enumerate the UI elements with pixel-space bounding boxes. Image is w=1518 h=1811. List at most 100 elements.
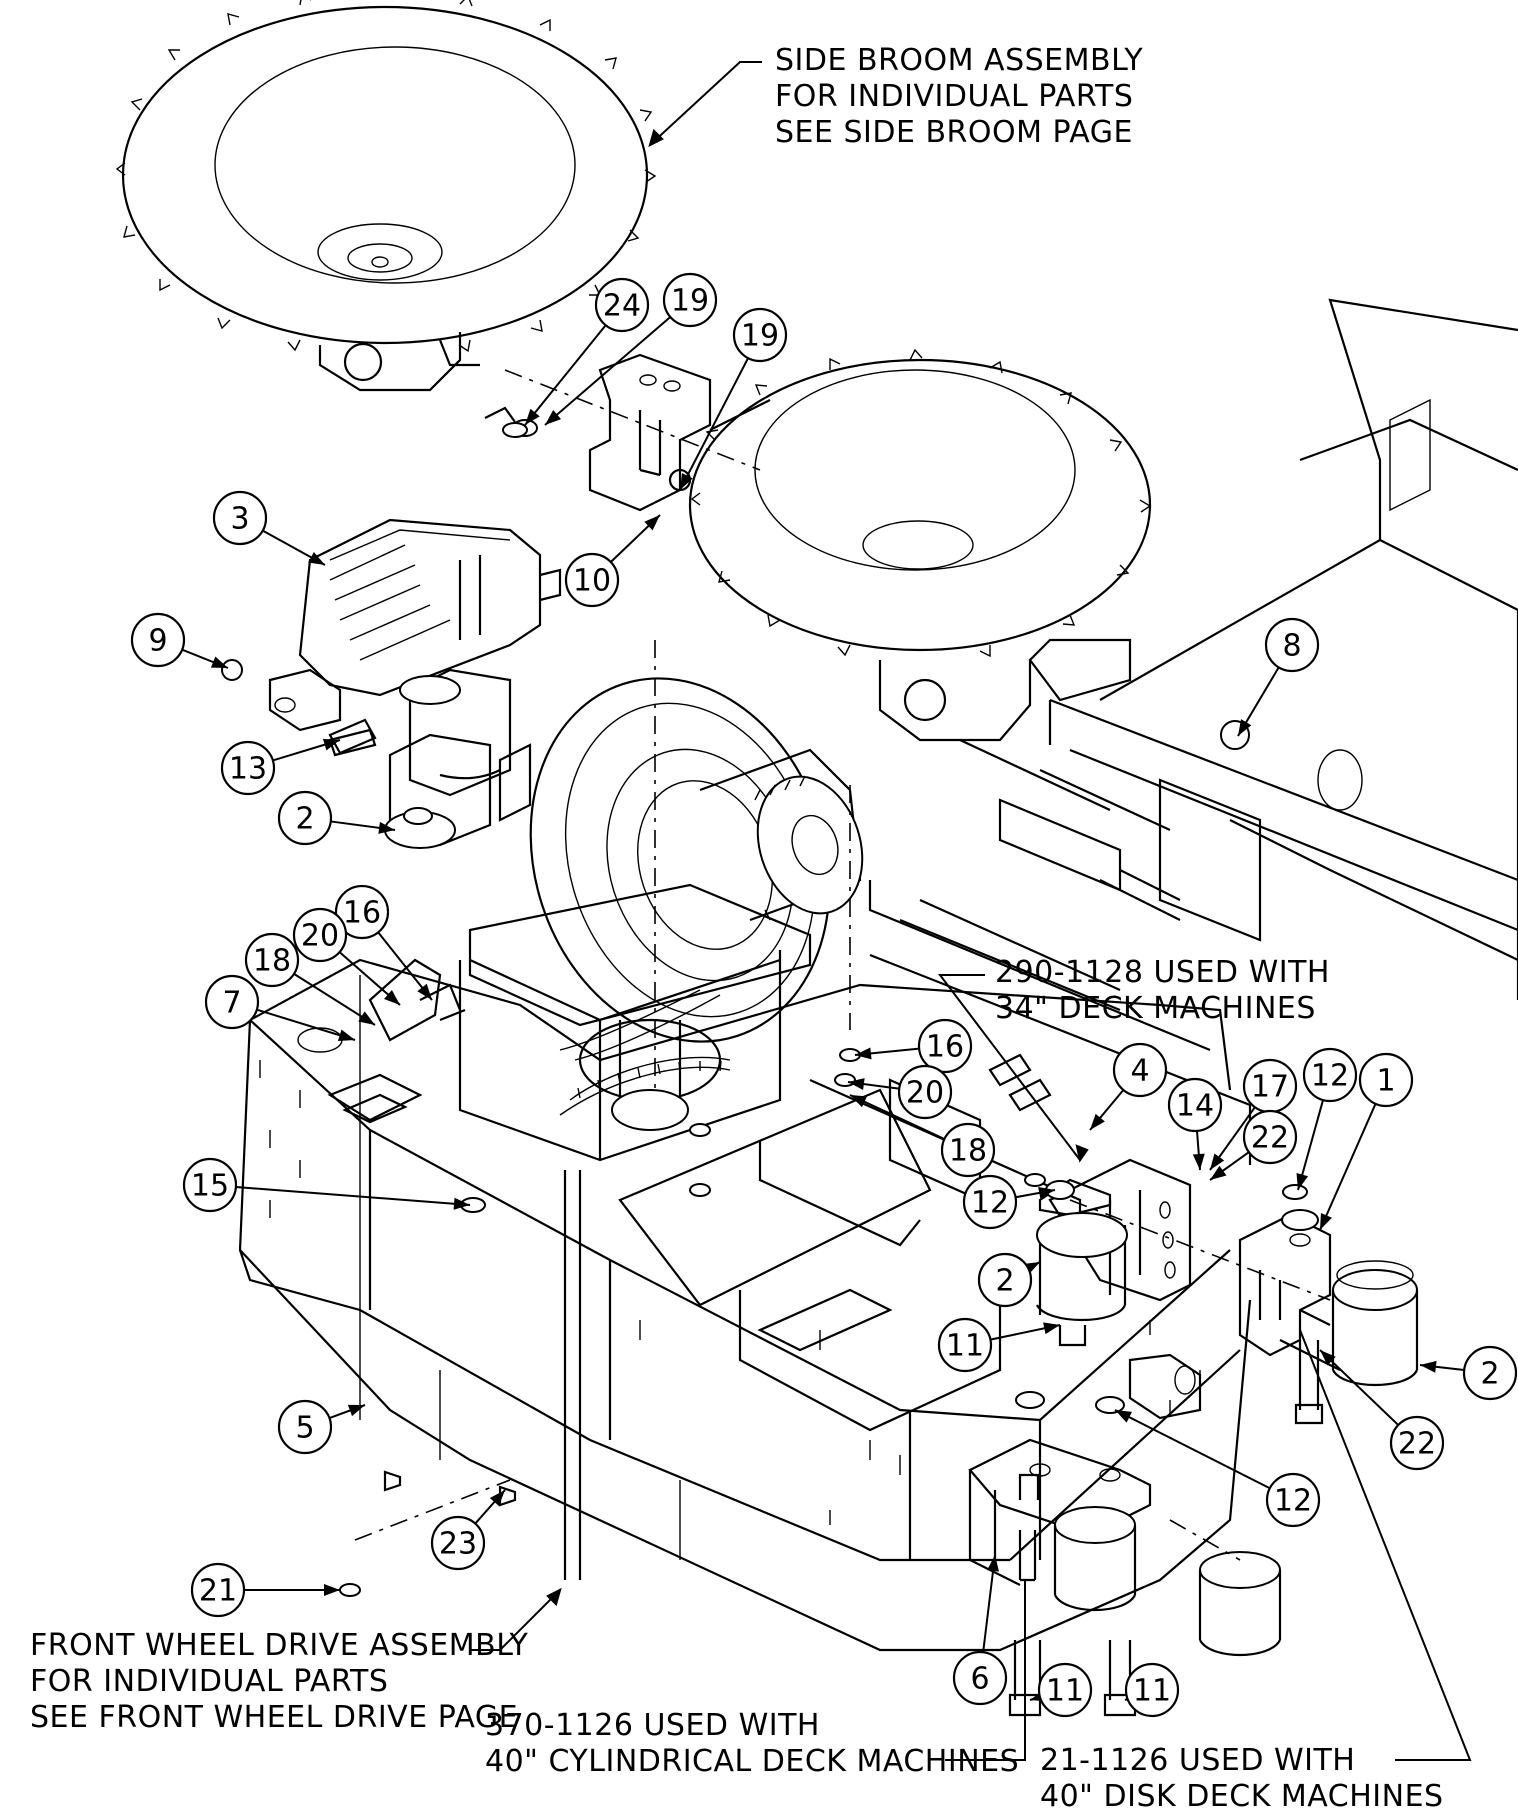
callout-arrow [378, 821, 395, 834]
callout-circle [917, 1018, 973, 1074]
callout-arrow [545, 410, 562, 425]
callout-arrow [384, 989, 400, 1005]
callout-circle [130, 612, 186, 668]
callout-circle [1112, 1042, 1168, 1098]
note-370-line2: 40" CYLINDRICAL DECK MACHINES [485, 1744, 1019, 1779]
callout-number: 20 [301, 919, 339, 954]
callout-c11c: 11 [1124, 1662, 1180, 1718]
callout-number: 17 [1251, 1070, 1289, 1105]
callout-arrow [1090, 1113, 1105, 1130]
callout-c2b: 2 [977, 1252, 1041, 1308]
callout-circle [334, 884, 390, 940]
callout-circle [732, 307, 788, 363]
callout-arrow [453, 1197, 470, 1210]
callout-number: 16 [926, 1030, 964, 1065]
callout-number: 11 [1133, 1674, 1171, 1709]
callout-c18a: 18 [244, 932, 376, 1026]
callout-circle [952, 1650, 1008, 1706]
side-broom-lower [688, 348, 1152, 742]
callout-c14: 14 [1167, 1077, 1223, 1171]
bracket-6 [968, 1438, 1152, 1717]
callout-leader [524, 324, 607, 426]
callout-leader [679, 357, 749, 491]
side-broom-upper [115, 0, 657, 392]
callout-leader [1319, 1349, 1399, 1426]
drive-motor [268, 518, 562, 732]
callout-number: 6 [970, 1662, 989, 1697]
note-front-wheel-drive: FRONT WHEEL DRIVE ASSEMBLY FOR INDIVIDUA… [30, 1587, 562, 1735]
callout-number: 12 [971, 1186, 1009, 1221]
bumper-lower-left [1053, 1506, 1137, 1611]
callout-arrow [1320, 1350, 1336, 1366]
callout-number: 1 [1376, 1064, 1395, 1099]
callout-c10: 10 [564, 514, 661, 608]
callout-number: 15 [191, 1169, 229, 1204]
callout-number: 2 [995, 1264, 1014, 1299]
callout-arrow [1210, 1165, 1227, 1180]
front-wheel-drive-assembly [458, 640, 864, 1162]
callout-c19a: 19 [544, 272, 718, 426]
callout-leader [849, 1094, 945, 1140]
callout-number: 21 [199, 1574, 237, 1609]
callout-arrow [987, 1555, 1000, 1572]
callout-c21: 21 [190, 1562, 340, 1618]
callout-circle [1302, 1047, 1358, 1103]
callout-circle [277, 1399, 333, 1455]
callout-arrow [358, 1011, 375, 1025]
callout-number: 18 [253, 944, 291, 979]
callout-number: 14 [1176, 1089, 1214, 1124]
callout-number: 10 [573, 564, 611, 599]
callout-circle [1124, 1662, 1180, 1718]
bumper-right [1331, 1260, 1419, 1386]
callout-circle [1167, 1077, 1223, 1133]
callout-number: 19 [671, 284, 709, 319]
callout-circle [277, 790, 333, 846]
note-21-line1: 21-1126 USED WITH [1040, 1743, 1355, 1778]
note-290-line1: 290-1128 USED WITH [995, 955, 1330, 990]
left-bumper-mount [328, 668, 532, 849]
callout-number: 4 [1130, 1054, 1149, 1089]
callout-c13: 13 [220, 738, 341, 796]
callout-circle [182, 1157, 238, 1213]
drive-gear [559, 1056, 731, 1116]
callout-circle [940, 1122, 996, 1178]
callout-arrow [1115, 1410, 1132, 1423]
callout-arrow [525, 408, 540, 425]
callout-leader [1319, 1103, 1377, 1231]
bumper-lower-right [1198, 1551, 1282, 1656]
callout-c19b: 19 [679, 307, 788, 491]
note-370-line1: 370-1126 USED WITH [485, 1708, 820, 1743]
callout-c12c: 12 [1114, 1409, 1321, 1528]
callout-number: 2 [1480, 1357, 1499, 1392]
note-side-broom-line2: FOR INDIVIDUAL PARTS [775, 79, 1133, 114]
callout-circle [220, 740, 276, 796]
callout-number: 7 [222, 986, 241, 1021]
note-fwd-line3: SEE FRONT WHEEL DRIVE PAGE [30, 1700, 518, 1735]
callout-circle [1462, 1345, 1518, 1401]
callout-c16a: 16 [334, 884, 433, 1001]
callout-arrow [337, 1029, 355, 1042]
center-line-c [354, 1479, 511, 1541]
callout-arrow [848, 1078, 865, 1091]
callout-circle [190, 1562, 246, 1618]
callout-number: 18 [949, 1134, 987, 1169]
note-290-1128: 290-1128 USED WITH 34" DECK MACHINES [937, 955, 1330, 1163]
callout-arrow [308, 552, 325, 565]
callout-c5: 5 [277, 1399, 366, 1455]
center-line-b [1169, 1519, 1241, 1561]
callout-leader [256, 1008, 356, 1041]
callout-arrow [347, 1404, 365, 1417]
callout-leader [544, 316, 671, 426]
note-side-broom-line1: SIDE BROOM ASSEMBLY [775, 43, 1143, 78]
callout-circle [962, 1174, 1018, 1230]
callout-number: 22 [1251, 1121, 1289, 1156]
note-side-broom-line3: SEE SIDE BROOM PAGE [775, 115, 1133, 150]
callout-circle [212, 490, 268, 546]
callout-c9: 9 [130, 612, 229, 669]
callout-arrow [1043, 1322, 1060, 1335]
callout-leader [235, 1185, 471, 1206]
callout-arrow [1420, 1360, 1437, 1373]
callout-c12b: 12 [962, 1174, 1056, 1230]
callout-arrow [417, 983, 432, 1000]
